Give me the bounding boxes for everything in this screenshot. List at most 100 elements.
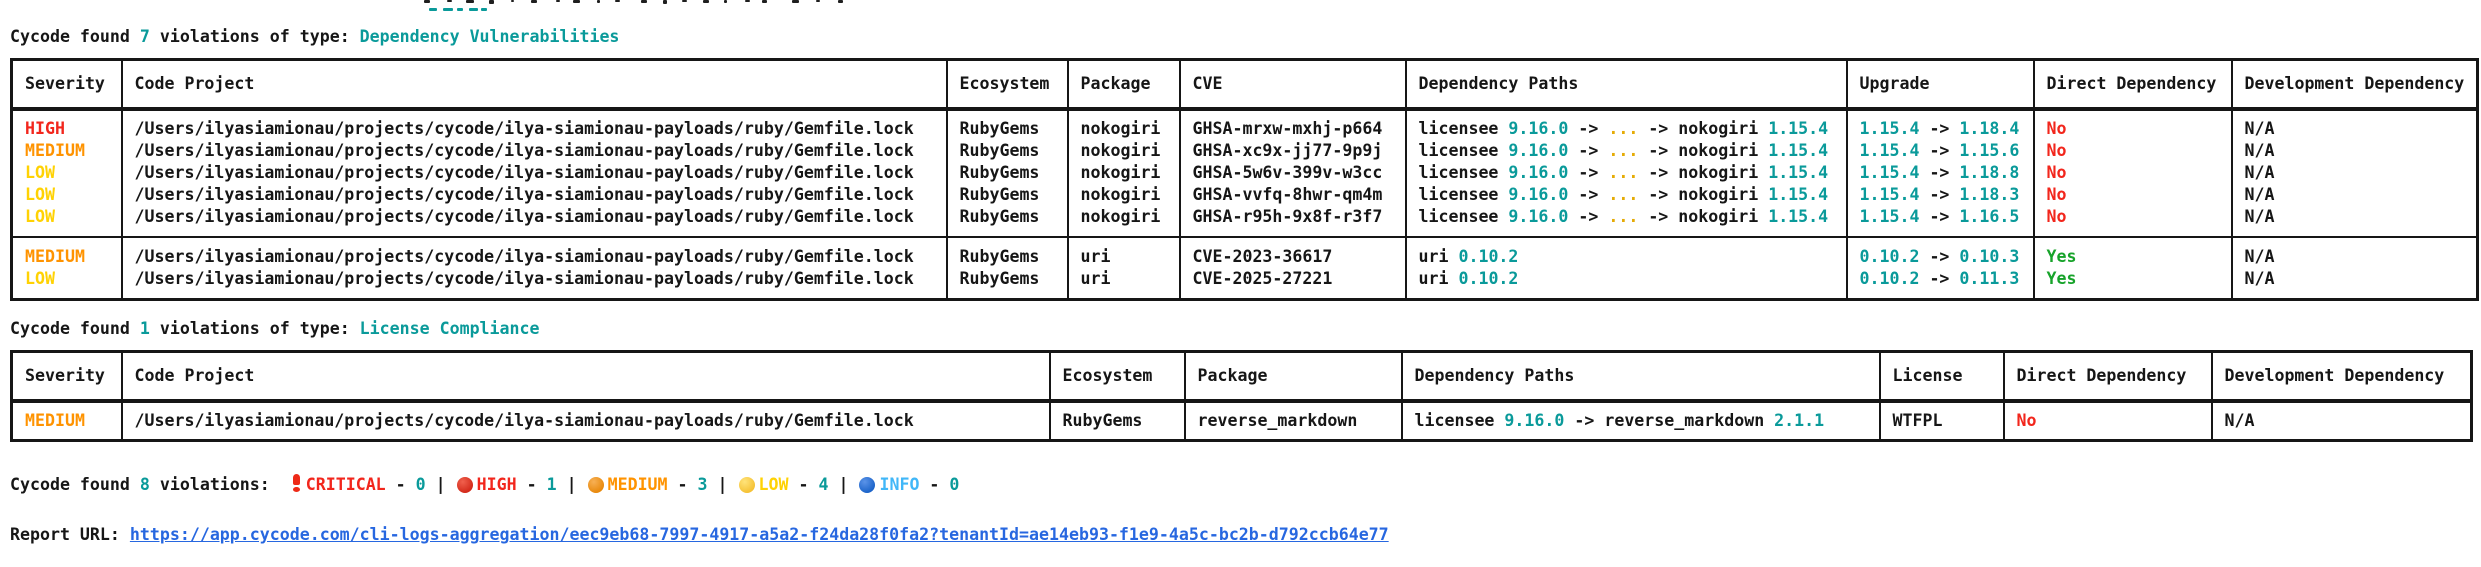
spacer-cell: [946, 228, 1069, 237]
spacer-cell: [11, 290, 123, 299]
spacer-cell: [11, 109, 123, 118]
cell-package: nokogiri: [1067, 206, 1181, 228]
spacer-cell: [121, 431, 1051, 441]
cell-ecosystem: RubyGems: [946, 140, 1069, 162]
cell-development-dependency: N/A: [2224, 410, 2255, 430]
text-segment: 1.15.4: [1859, 141, 1920, 160]
spacer-cell: [946, 290, 1069, 299]
text-segment: ->: [1568, 141, 1609, 160]
text-segment: 1.16.5: [1959, 207, 2020, 226]
glyph-fragment: [531, 0, 537, 3]
glyph-fragment: [481, 8, 487, 11]
spacer-cell: [1401, 431, 1881, 441]
cell-severity: HIGH: [11, 118, 123, 140]
column-header-dependency-paths: Dependency Paths: [1401, 351, 1881, 403]
text-segment: ->: [1919, 119, 1960, 138]
cell-cve: GHSA-mrxw-mxhj-p664: [1179, 118, 1407, 140]
spacer-cell: [1846, 236, 2035, 246]
cell-ecosystem: RubyGems: [946, 246, 1069, 268]
cell-direct-dependency: Yes: [2033, 246, 2233, 268]
spacer-cell: [121, 290, 948, 299]
column-header-dependency-paths: Dependency Paths: [1405, 59, 1848, 111]
spacer-row: [11, 431, 2472, 441]
text-segment: ...: [1608, 141, 1639, 160]
text-segment: No: [2016, 410, 2037, 430]
text-segment: -> nokogiri: [1638, 185, 1769, 204]
cell-ecosystem: RubyGems: [946, 206, 1069, 228]
glyph-fragment: [816, 0, 820, 2]
column-header-license: License: [1879, 351, 2005, 403]
text-segment: ->: [1919, 269, 1960, 288]
text-segment: MEDIUM: [25, 141, 85, 160]
glyph-fragment: [762, 0, 767, 3]
column-header-upgrade: Upgrade: [1846, 59, 2035, 111]
spacer-cell: [1184, 431, 1403, 441]
report-url-link[interactable]: https://app.cycode.com/cli-logs-aggregat…: [129, 525, 1389, 544]
column-header-package: Package: [1184, 351, 1403, 403]
report-url-line: Report URL: https://app.cycode.com/cli-l…: [10, 525, 2481, 544]
text-segment: 1.15.4: [1768, 207, 1829, 226]
text-segment: uri: [1418, 247, 1459, 266]
cell-code-project: /Users/ilyasiamionau/projects/cycode/ily…: [121, 246, 948, 268]
text-segment: ->: [1568, 119, 1609, 138]
cell-cve: GHSA-r95h-9x8f-r3f7: [1179, 206, 1407, 228]
text-segment: 1.15.4: [1859, 119, 1920, 138]
found-middle: violations of type:: [149, 318, 360, 338]
text-segment: -> nokogiri: [1638, 141, 1769, 160]
violations-count: 1: [139, 318, 150, 338]
text-segment: ...: [1608, 119, 1639, 138]
spacer-cell: [1401, 400, 1881, 410]
text-segment: 0.10.2: [1859, 247, 1920, 266]
cell-direct-dependency: No: [2033, 118, 2233, 140]
spacer-cell: [11, 431, 123, 441]
severity-label-info: INFO: [879, 475, 920, 494]
found-middle: violations of type:: [149, 27, 360, 46]
violation-type-label: Dependency Vulnerabilities: [359, 27, 620, 46]
cell-code-project: /Users/ilyasiamionau/projects/cycode/ily…: [121, 118, 948, 140]
spacer-cell: [2003, 400, 2213, 410]
text-segment: 1.15.4: [1859, 207, 1920, 226]
cell-ecosystem: RubyGems: [1049, 409, 1186, 432]
glyph-fragment: [511, 0, 514, 2]
severity-breakdown: CRITICAL - 0 | HIGH - 1 | MEDIUM - 3 | L…: [290, 474, 959, 494]
text-segment: 0.10.3: [1959, 247, 2020, 266]
cell-cve: CVE-2025-27221: [1179, 268, 1407, 290]
text-segment: 9.16.0: [1508, 163, 1569, 182]
violations-count: 7: [139, 27, 150, 46]
severity-label-low: LOW: [758, 475, 789, 494]
text-segment: No: [2046, 141, 2067, 160]
cell-cve: GHSA-xc9x-jj77-9p9j: [1179, 140, 1407, 162]
spacer-cell: [1049, 431, 1186, 441]
cell-ecosystem: RubyGems: [946, 118, 1069, 140]
orange-circle-icon: [587, 476, 604, 493]
violation-row: MEDIUM/Users/ilyasiamionau/projects/cyco…: [11, 246, 2478, 268]
column-header-package: Package: [1067, 59, 1181, 111]
spacer-cell: [121, 109, 948, 118]
spacer-cell: [121, 400, 1051, 410]
severity-count-high: 1: [546, 475, 557, 494]
spacer-cell: [946, 109, 1069, 118]
glyph-fragment: [466, 0, 474, 3]
cell-dependency-paths: uri 0.10.2: [1405, 246, 1848, 268]
text-segment: 1.15.4: [1768, 185, 1829, 204]
text-segment: licensee: [1414, 410, 1505, 430]
text-segment: LOW: [25, 207, 55, 226]
violation-row: MEDIUM/Users/ilyasiamionau/projects/cyco…: [11, 409, 2472, 432]
text-segment: -> reverse_markdown: [1564, 410, 1775, 430]
cell-dependency-paths: licensee 9.16.0 -> ... -> nokogiri 1.15.…: [1405, 206, 1848, 228]
spacer-cell: [1179, 290, 1407, 299]
spacer-cell: [2033, 228, 2233, 237]
text-segment: Yes: [2046, 247, 2077, 266]
cell-upgrade: 1.15.4 -> 1.18.4: [1846, 118, 2035, 140]
cell-upgrade: 0.10.2 -> 0.11.3: [1846, 268, 2035, 290]
cell-direct-dependency: Yes: [2033, 268, 2233, 290]
cell-dependency-paths: licensee 9.16.0 -> ... -> nokogiri 1.15.…: [1405, 162, 1848, 184]
text-segment: 1.18.3: [1959, 185, 2020, 204]
glyph-fragment: [703, 0, 709, 3]
text-segment: ...: [1608, 163, 1639, 182]
spacer-cell: [1405, 290, 1848, 299]
glyph-fragment: [724, 0, 727, 3]
cell-dependency-paths: licensee 9.16.0 -> ... -> nokogiri 1.15.…: [1405, 118, 1848, 140]
